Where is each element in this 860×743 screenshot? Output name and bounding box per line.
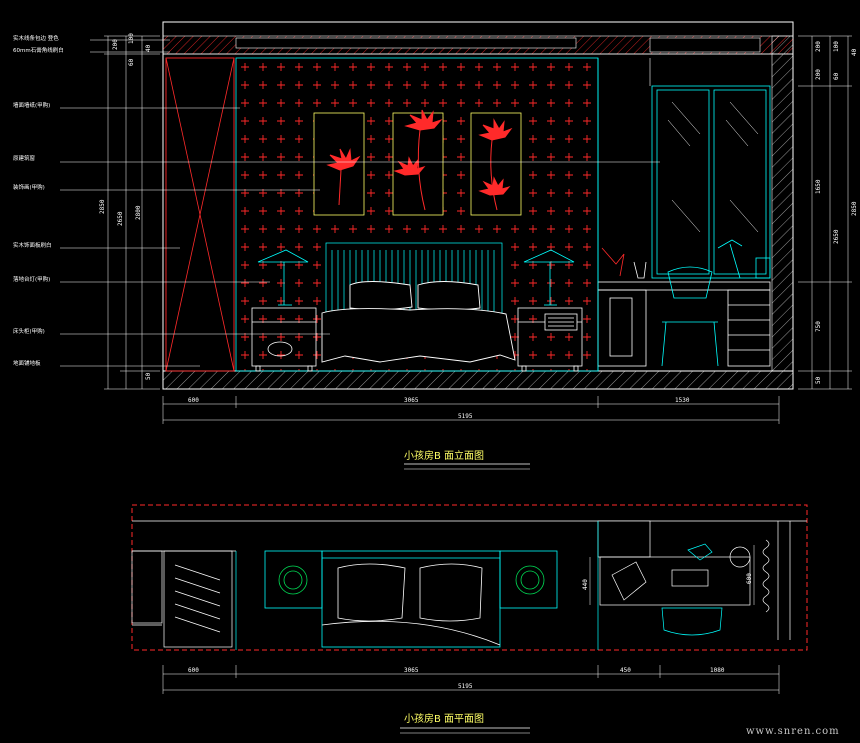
plan-dim-2: 450 bbox=[620, 667, 631, 674]
plan-dim-labels: 600 3065 450 1080 5195 440 600 bbox=[188, 573, 753, 690]
right-dim-2: 200 bbox=[815, 69, 822, 80]
bedside-table-right bbox=[517, 307, 583, 372]
annotation-1: 60mm石膏角线刷白 bbox=[13, 46, 64, 54]
floor-slab bbox=[162, 370, 794, 390]
desk bbox=[597, 239, 771, 367]
right-dim-8: 750 bbox=[815, 321, 822, 332]
plan-wardrobe bbox=[131, 550, 237, 650]
right-dim-5: 1650 bbox=[815, 179, 822, 194]
right-dimension-lines bbox=[798, 35, 852, 390]
plan-total: 5195 bbox=[458, 683, 473, 690]
paintings bbox=[313, 109, 522, 216]
elev-dim-1: 3065 bbox=[404, 397, 419, 404]
bedside-table-left bbox=[251, 307, 317, 372]
right-wall-hatch bbox=[771, 35, 794, 372]
right-dim-4: 40 bbox=[851, 48, 858, 56]
annotation-2: 墙面墙纸(甲购) bbox=[13, 101, 50, 109]
annotation-6: 落地台灯(甲购) bbox=[13, 275, 50, 283]
annotation-7: 床头柜(甲购) bbox=[13, 327, 45, 335]
right-dim-3: 60 bbox=[833, 72, 840, 80]
left-dim-2: 60 bbox=[128, 58, 135, 66]
left-dim-0: 200 bbox=[112, 39, 119, 50]
right-dim-1: 100 bbox=[833, 41, 840, 52]
elevation-title: 小孩房B 面立面图 bbox=[404, 449, 484, 462]
left-dim-3: 40 bbox=[145, 44, 152, 52]
elev-dim-2: 1530 bbox=[675, 397, 690, 404]
plan-dashed-border bbox=[131, 504, 808, 651]
right-dim-7: 2850 bbox=[851, 201, 858, 216]
lamp-left bbox=[257, 249, 309, 306]
plan-bedside-right bbox=[499, 550, 558, 609]
plan-view bbox=[131, 504, 808, 734]
plan-dim-1: 3065 bbox=[404, 667, 419, 674]
right-dim-0: 200 bbox=[815, 41, 822, 52]
plan-dim-0: 600 bbox=[188, 667, 199, 674]
plan-bedside-left bbox=[264, 550, 323, 609]
lamp-right bbox=[523, 249, 575, 306]
annotation-leaders bbox=[60, 39, 660, 367]
right-dim-9: 50 bbox=[815, 376, 822, 384]
left-dim-7: 50 bbox=[145, 372, 152, 380]
left-dimension-lines bbox=[104, 35, 160, 390]
left-dim-4: 2650 bbox=[117, 211, 124, 226]
left-dim-5: 2850 bbox=[99, 199, 106, 214]
right-dim-6: 2650 bbox=[833, 229, 840, 244]
plan-dim-3: 1080 bbox=[710, 667, 725, 674]
elev-dim-0: 600 bbox=[188, 397, 199, 404]
door-panel bbox=[165, 57, 235, 372]
left-dim-6: 2800 bbox=[135, 205, 142, 220]
elevation-bottom-dims bbox=[162, 396, 780, 424]
annotation-0: 实木线条包边 登色 bbox=[13, 34, 59, 42]
elevation-bottom-labels: 600 3065 1530 5195 bbox=[188, 397, 690, 420]
plan-side-dim-0: 440 bbox=[582, 579, 589, 590]
annotation-3: 原建筑窗 bbox=[13, 154, 36, 162]
annotation-4: 装饰画(甲购) bbox=[13, 183, 45, 191]
watermark: www.snren.com bbox=[746, 726, 840, 737]
plan-bed bbox=[321, 550, 501, 648]
right-dim-labels: 200 100 200 60 40 1650 2650 2850 750 50 bbox=[815, 41, 858, 384]
wardrobe bbox=[651, 85, 771, 279]
bed bbox=[321, 281, 516, 363]
plan-desk bbox=[597, 520, 791, 650]
annotation-5: 实木饰面板刷白 bbox=[13, 241, 52, 249]
elevation-view bbox=[60, 21, 852, 470]
plan-title: 小孩房B 面平面图 bbox=[404, 712, 484, 725]
annotation-8: 地面铺地板 bbox=[13, 359, 41, 367]
elev-total: 5195 bbox=[458, 413, 473, 420]
plan-bottom-dims bbox=[162, 545, 780, 694]
plan-side-dim-1: 600 bbox=[746, 573, 753, 584]
left-dim-labels: 200 100 60 40 2650 2850 2800 50 bbox=[99, 33, 152, 380]
elevation-annotations: 实木线条包边 登色 60mm石膏角线刷白 墙面墙纸(甲购) 原建筑窗 装饰画(甲… bbox=[13, 34, 64, 367]
left-dim-1: 100 bbox=[128, 33, 135, 44]
